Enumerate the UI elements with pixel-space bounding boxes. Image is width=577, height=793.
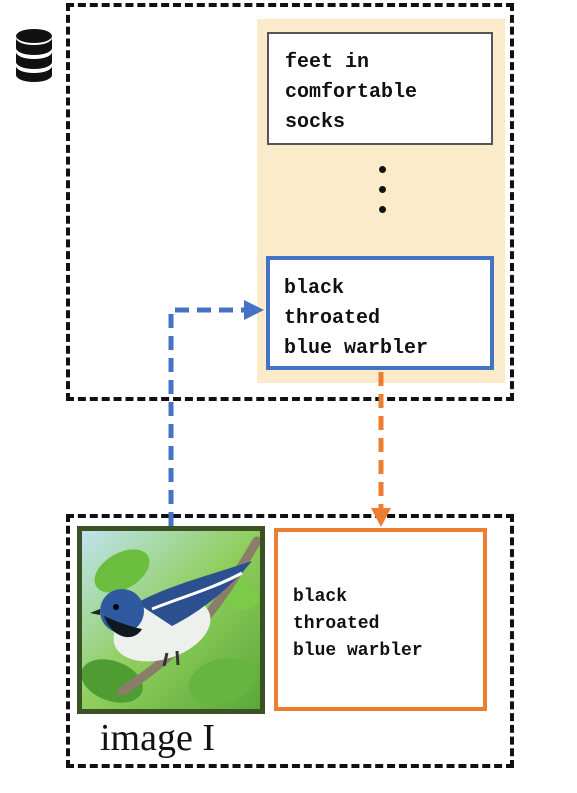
memory-entry-retrieved: black throated blue warbler: [266, 256, 494, 370]
memory-entry-feet: feet in comfortable socks: [267, 32, 493, 145]
memory-entry-text: feet in comfortable socks: [285, 51, 418, 134]
output-text: black throated blue warbler: [293, 587, 423, 661]
output-box: black throated blue warbler: [274, 528, 487, 711]
memory-entry-text: black throated blue warbler: [284, 277, 429, 360]
bird-photo: [77, 526, 265, 714]
image-label: image I: [100, 717, 216, 759]
memory-container: [66, 3, 514, 401]
database-icon: [14, 28, 54, 82]
query-container: [66, 514, 514, 768]
vertical-ellipsis-icon: [370, 162, 400, 222]
